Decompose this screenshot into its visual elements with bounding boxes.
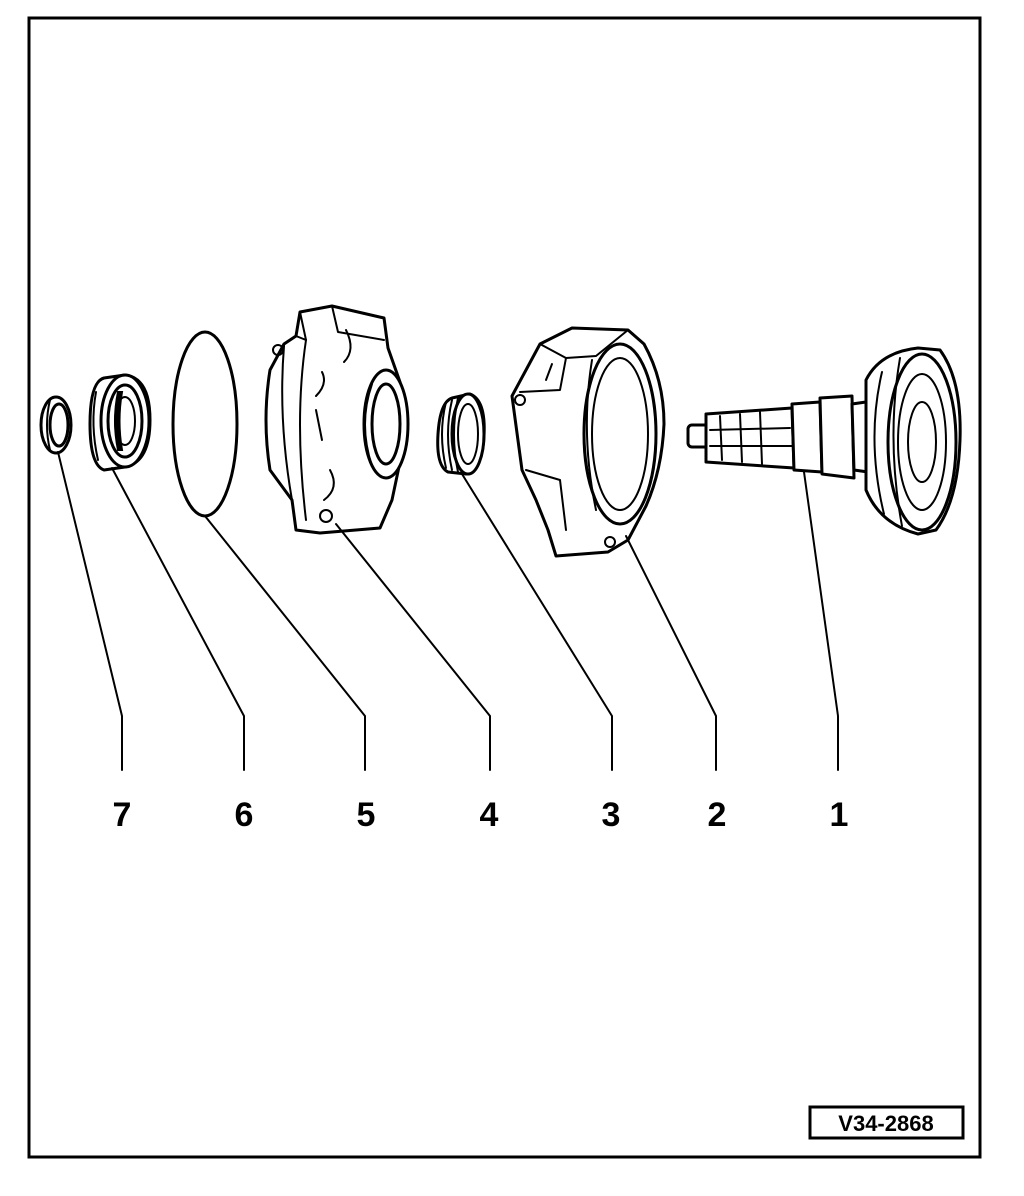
- part-5-o-ring-icon: [171, 330, 239, 518]
- reference-code-box: V34-2868: [808, 1105, 965, 1140]
- callout-6: 6: [235, 796, 254, 834]
- leader-line-6: [111, 467, 245, 771]
- part-6-ball-bearing-icon: [88, 373, 152, 472]
- callout-numbers: 7 6 5 4 3 2 1: [113, 796, 849, 834]
- leader-line-3: [461, 473, 613, 771]
- callout-7: 7: [113, 796, 132, 834]
- part-3-threaded-bush-icon: [436, 392, 486, 476]
- leader-line-7: [57, 451, 123, 771]
- diagram-border: [27, 16, 982, 1159]
- callout-1: 1: [830, 796, 849, 834]
- part-4-housing-icon: [264, 304, 410, 535]
- leader-line-2: [625, 535, 717, 771]
- leader-line-5: [204, 515, 366, 771]
- callout-2: 2: [708, 796, 727, 834]
- part-2-bearing-housing-icon: [510, 326, 666, 558]
- leader-lines: [57, 451, 839, 771]
- callout-4: 4: [480, 796, 499, 834]
- leader-line-4: [335, 523, 491, 771]
- callout-3: 3: [602, 796, 621, 834]
- reference-code: V34-2868: [838, 1111, 933, 1136]
- part-7-seal-ring-icon: [39, 395, 73, 455]
- part-1-flanged-shaft-icon: [686, 346, 962, 536]
- callout-5: 5: [357, 796, 376, 834]
- leader-line-1: [803, 471, 839, 771]
